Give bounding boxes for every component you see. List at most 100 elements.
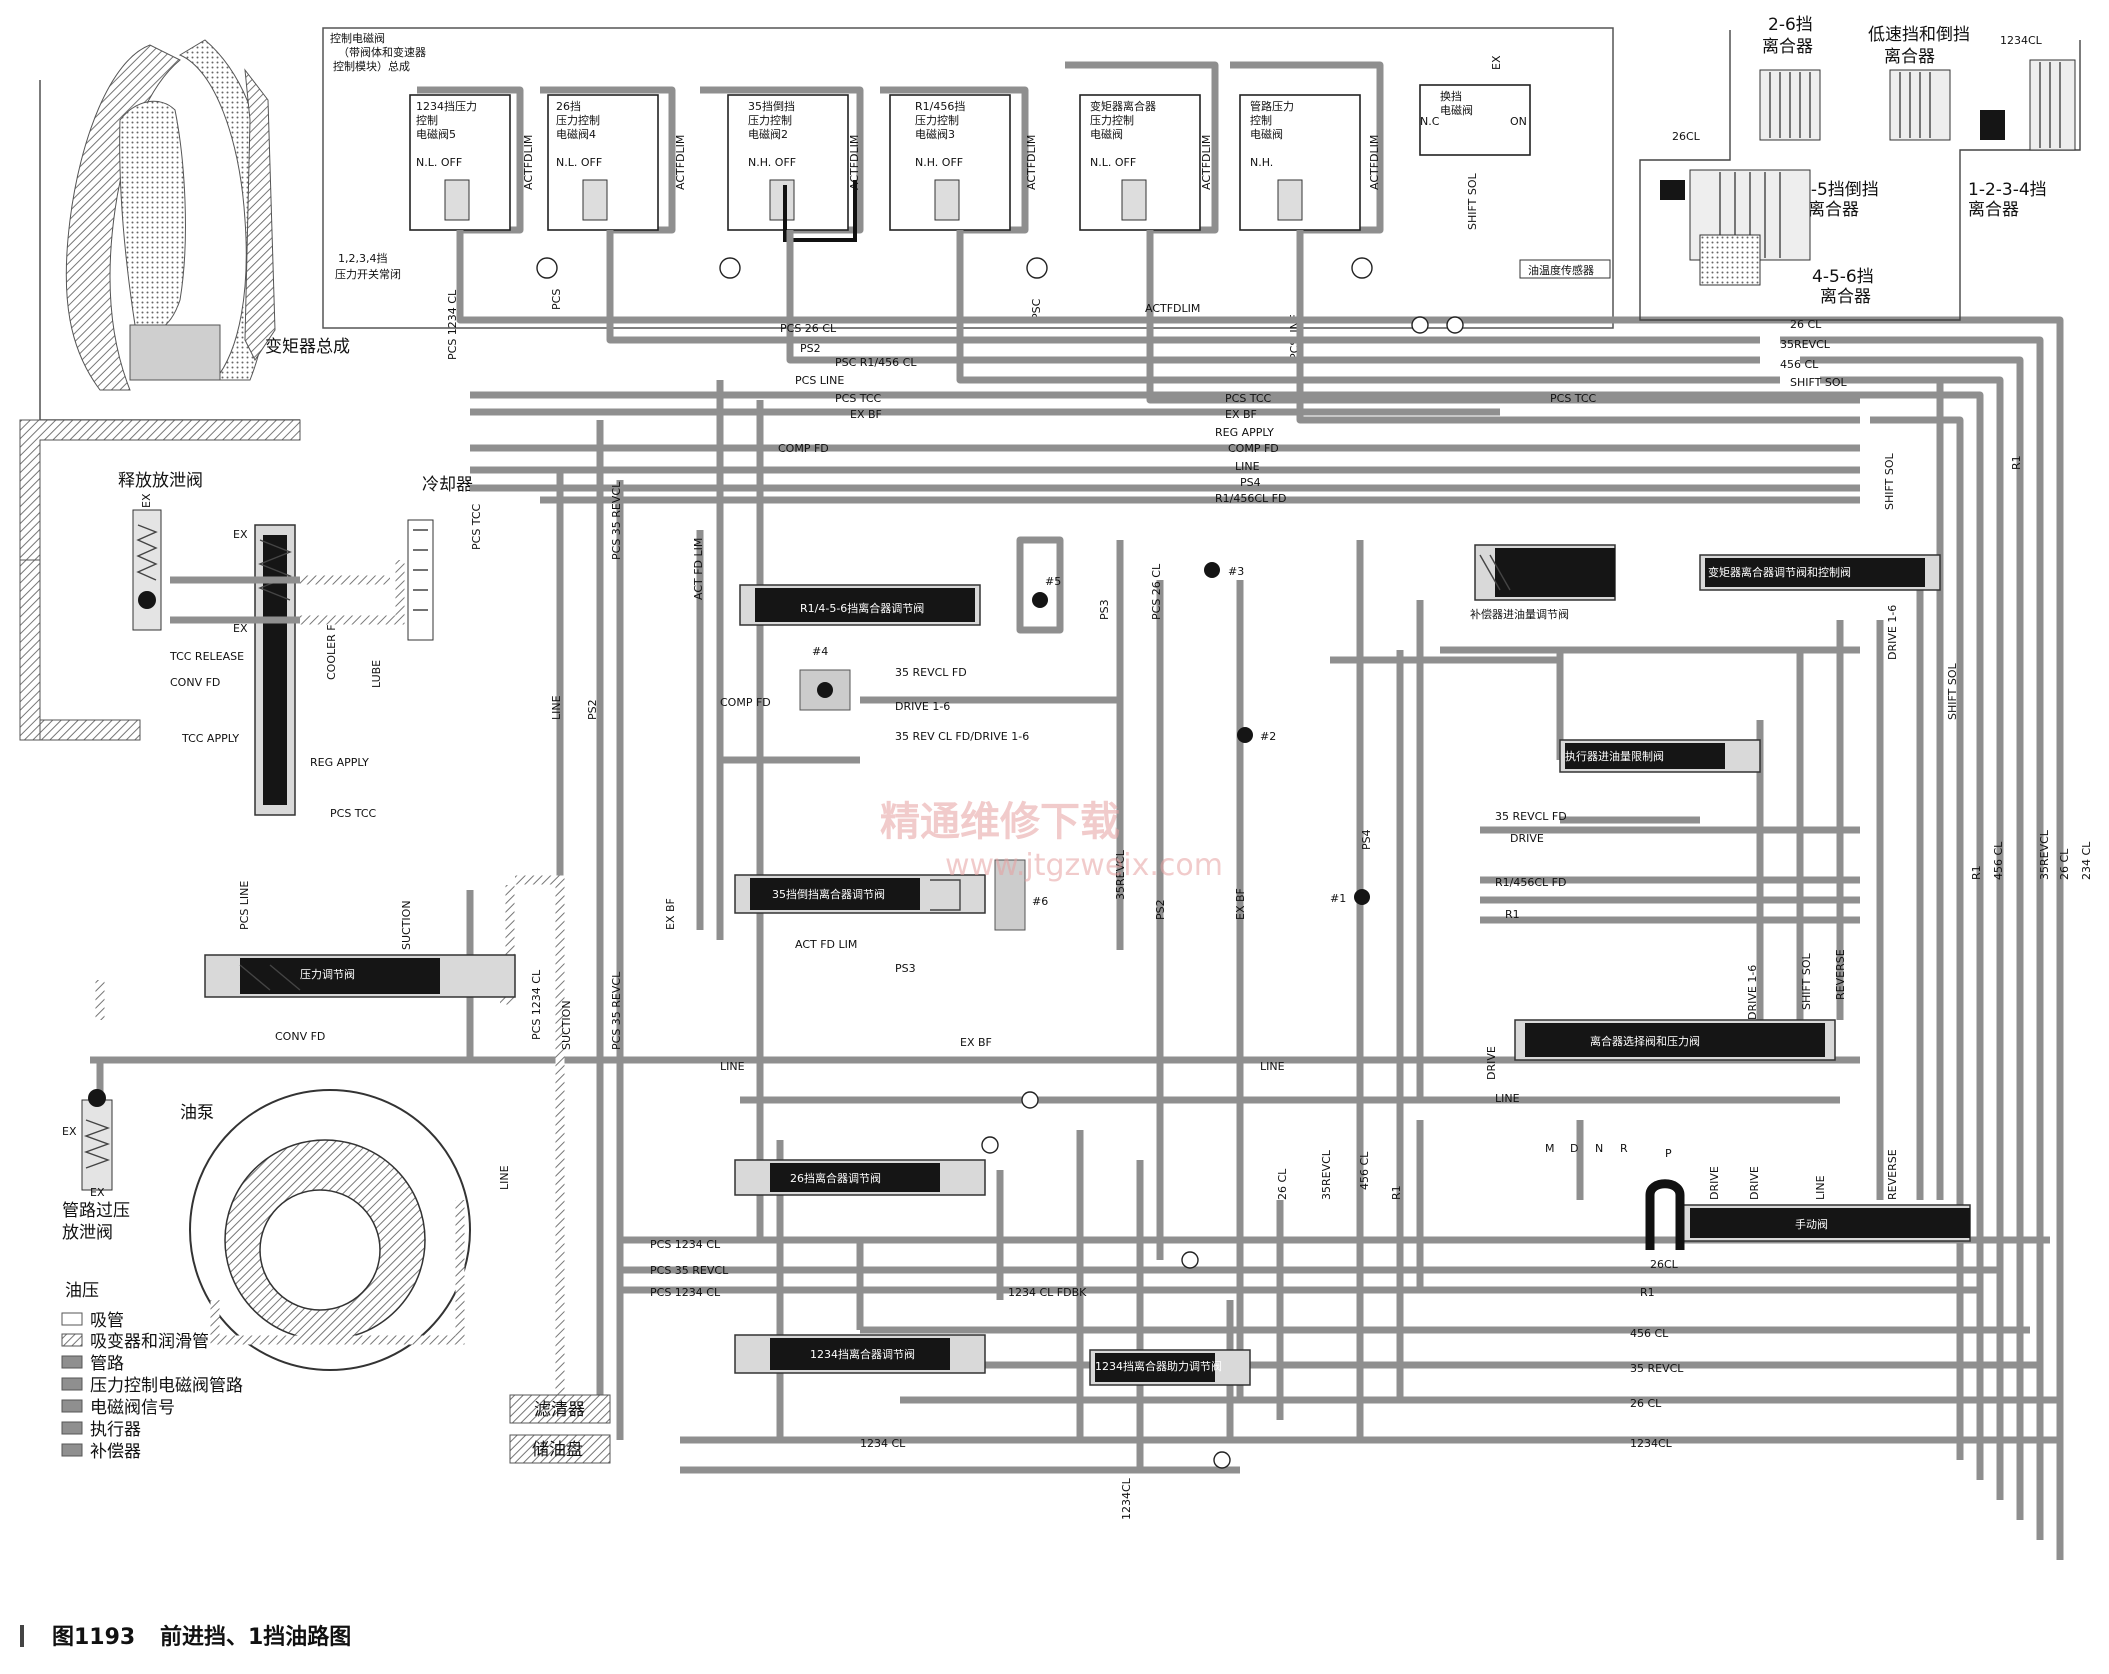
- lube-channels: [95, 560, 565, 1400]
- svg-text:26CL: 26CL: [1672, 130, 1701, 143]
- svg-text:吸变器和润滑管: 吸变器和润滑管: [90, 1332, 209, 1352]
- svg-text:压力控制电磁阀管路: 压力控制电磁阀管路: [90, 1376, 243, 1396]
- svg-text:DRIVE 1-6: DRIVE 1-6: [1886, 605, 1899, 660]
- valve-selector: 离合器选择阀和压力阀: [1514, 1019, 1836, 1061]
- filter-and-sump: 滤清器 储油盘: [509, 1394, 611, 1464]
- svg-text:ACTFDLIM: ACTFDLIM: [522, 135, 535, 190]
- valve-comp: 补偿器进油量调节阀: [1470, 544, 1616, 621]
- svg-text:PS4: PS4: [1360, 829, 1373, 850]
- svg-text:LINE: LINE: [1260, 1060, 1285, 1073]
- svg-text:PCS: PCS: [550, 289, 563, 310]
- svg-text:管路: 管路: [90, 1354, 124, 1374]
- svg-text:4-5-6挡: 4-5-6挡: [1812, 267, 1874, 287]
- checkballs: #3 #2 #1: [1204, 562, 1370, 905]
- hydraulic-lines: [90, 230, 2064, 1560]
- svg-text:低速挡和倒挡: 低速挡和倒挡: [1868, 25, 1970, 45]
- svg-text:TCC APPLY: TCC APPLY: [181, 732, 239, 745]
- solenoid-1234: 1234挡压力 控制 电磁阀5 N.L. OFF ACTFDLIM PCS 12…: [409, 86, 535, 360]
- svg-text:EX BF: EX BF: [1234, 888, 1247, 920]
- svg-text:R1/456挡: R1/456挡: [915, 99, 965, 113]
- svg-text:2-6挡: 2-6挡: [1768, 15, 1813, 35]
- valve-r1456: R1/4-5-6挡离合器调节阀 #5: [739, 536, 1064, 634]
- figure-title: 前进挡、1挡油路图: [160, 1624, 351, 1650]
- svg-text:PCS TCC: PCS TCC: [470, 503, 483, 550]
- svg-text:压力控制: 压力控制: [748, 113, 792, 127]
- svg-text:#1: #1: [1330, 892, 1346, 905]
- svg-text:管路过压: 管路过压: [62, 1201, 130, 1221]
- svg-text:EX: EX: [140, 493, 153, 508]
- svg-text:离合器选择阀和压力阀: 离合器选择阀和压力阀: [1590, 1034, 1700, 1048]
- svg-text:PCS 1234 CL: PCS 1234 CL: [446, 289, 459, 360]
- svg-text:D: D: [1570, 1142, 1578, 1155]
- clutch-assembly: 2-6挡 离合器 低速挡和倒挡 离合器 1234CL 3-5挡倒挡 离合器 4-…: [1639, 15, 2081, 321]
- svg-text:TCC RELEASE: TCC RELEASE: [169, 650, 244, 663]
- svg-text:PCS 35 REVCL: PCS 35 REVCL: [650, 1264, 729, 1277]
- svg-text:变矩器离合器调节阀和控制阀: 变矩器离合器调节阀和控制阀: [1708, 565, 1851, 579]
- svg-text:R1/4-5-6挡离合器调节阀: R1/4-5-6挡离合器调节阀: [800, 601, 924, 615]
- svg-text:3-5挡倒挡: 3-5挡倒挡: [1800, 180, 1879, 200]
- svg-text:SHIFT SOL: SHIFT SOL: [1883, 453, 1896, 510]
- svg-text:PCS 35 REVCL: PCS 35 REVCL: [610, 971, 623, 1050]
- svg-text:控制: 控制: [1250, 113, 1272, 127]
- svg-text:35REVCL: 35REVCL: [1320, 1149, 1333, 1200]
- svg-text:1234CL: 1234CL: [2000, 34, 2043, 47]
- svg-text:电磁阀3: 电磁阀3: [915, 127, 955, 141]
- svg-text:压力调节阀: 压力调节阀: [300, 967, 355, 981]
- svg-text:35挡倒挡离合器调节阀: 35挡倒挡离合器调节阀: [772, 887, 885, 901]
- cooler: 冷却器 LUBE: [370, 475, 473, 688]
- legend: 油压 吸管 吸变器和润滑管 管路 压力控制电磁阀管路 电磁阀信号 执行器 补偿器: [61, 1281, 243, 1462]
- svg-text:离合器: 离合器: [1968, 200, 2019, 220]
- valve-26: 26挡离合器调节阀: [734, 1159, 986, 1196]
- svg-text:滤清器: 滤清器: [534, 1400, 585, 1420]
- svg-text:LINE: LINE: [1235, 460, 1260, 473]
- svg-text:ACT FD LIM: ACT FD LIM: [795, 938, 857, 951]
- svg-text:PCS 26 CL: PCS 26 CL: [1150, 563, 1163, 620]
- svg-text:CONV FD: CONV FD: [275, 1030, 325, 1043]
- svg-text:35 REVCL FD: 35 REVCL FD: [1495, 810, 1567, 823]
- svg-text:EX: EX: [1490, 55, 1503, 70]
- svg-text:DRIVE: DRIVE: [1708, 1166, 1721, 1200]
- svg-text:电磁阀: 电磁阀: [1250, 127, 1283, 141]
- svg-text:REG APPLY: REG APPLY: [1215, 426, 1274, 439]
- svg-text:压力控制: 压力控制: [556, 113, 600, 127]
- svg-text:执行器: 执行器: [90, 1420, 141, 1440]
- svg-text:离合器: 离合器: [1808, 200, 1859, 220]
- svg-text:1234挡离合器助力调节阀: 1234挡离合器助力调节阀: [1095, 1359, 1222, 1373]
- svg-text:234 CL: 234 CL: [2080, 841, 2093, 880]
- checkball-4: #4: [799, 645, 851, 711]
- svg-text:EX: EX: [233, 528, 248, 541]
- svg-text:#2: #2: [1260, 730, 1276, 743]
- svg-text:PCS 1234 CL: PCS 1234 CL: [650, 1286, 721, 1299]
- svg-text:ACTFDLIM: ACTFDLIM: [1200, 135, 1213, 190]
- shift-solenoid: 换挡 电磁阀 N.C ON EX SHIFT SOL 油温度传感器: [1419, 55, 1611, 279]
- valve-pressure-reg: 压力调节阀 PCS LINE CONV FD SUCTION: [204, 881, 516, 1043]
- svg-text:电磁阀: 电磁阀: [1090, 127, 1123, 141]
- svg-text:SUCTION: SUCTION: [400, 900, 413, 950]
- valve-1234: 1234挡离合器调节阀: [734, 1334, 986, 1374]
- svg-text:（带阀体和变速器: （带阀体和变速器: [338, 45, 426, 59]
- watermark-url: www.jtgzweix.com: [945, 848, 1223, 883]
- solenoid-r1456: R1/456挡 压力控制 电磁阀3 N.H. OFF ACTFDLIM PSC: [880, 86, 1043, 320]
- svg-text:REG APPLY: REG APPLY: [310, 756, 369, 769]
- svg-text:26 CL: 26 CL: [2058, 848, 2071, 880]
- torque-converter-label: 变矩器总成: [265, 337, 350, 357]
- svg-text:35挡倒挡: 35挡倒挡: [748, 99, 795, 113]
- svg-text:DRIVE: DRIVE: [1748, 1166, 1761, 1200]
- svg-text:储油盘: 储油盘: [532, 1440, 583, 1460]
- svg-text:PCS TCC: PCS TCC: [1225, 392, 1272, 405]
- line-labels: PCS 26 CL PS2 PSC R1/456 CL PCS LINE PCS…: [470, 302, 2093, 1520]
- svg-text:1234挡压力: 1234挡压力: [416, 99, 477, 113]
- svg-text:LINE: LINE: [550, 695, 563, 720]
- svg-text:1234挡离合器调节阀: 1234挡离合器调节阀: [810, 1347, 915, 1361]
- svg-text:油温度传感器: 油温度传感器: [1528, 263, 1594, 277]
- watermark-cn: 精通维修下载: [880, 799, 1120, 845]
- solenoid-row: 1234挡压力 控制 电磁阀5 N.L. OFF ACTFDLIM PCS 12…: [409, 55, 1611, 360]
- svg-text:离合器: 离合器: [1762, 37, 1813, 57]
- svg-text:ACT FD LIM: ACT FD LIM: [692, 538, 705, 600]
- solenoid-line: 管路压力 控制 电磁阀 N.H. ACTFDLIM PCSLINE: [1230, 61, 1384, 360]
- svg-text:R1: R1: [1970, 865, 1983, 880]
- svg-text:压力开关常闭: 压力开关常闭: [335, 267, 401, 281]
- svg-text:456 CL: 456 CL: [1630, 1327, 1669, 1340]
- svg-text:26 CL: 26 CL: [1630, 1397, 1662, 1410]
